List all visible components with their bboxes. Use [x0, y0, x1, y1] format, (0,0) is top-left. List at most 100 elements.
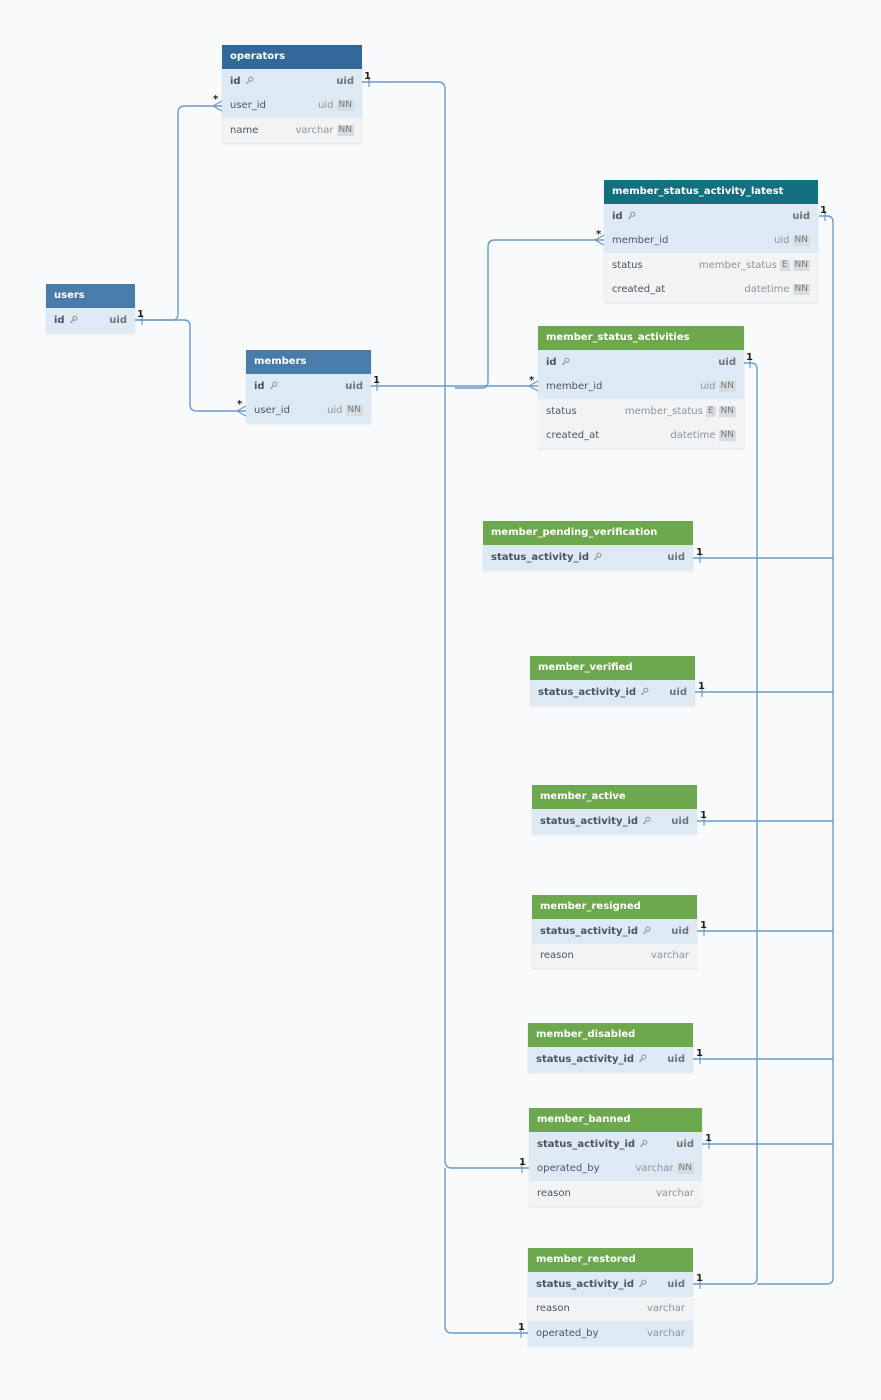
key-icon — [643, 816, 651, 824]
field-row[interactable]: status_activity_id uid — [532, 919, 697, 944]
connector-users-members — [135, 319, 246, 412]
field-row[interactable]: reason varchar — [529, 1181, 702, 1206]
cardinality-many: * — [213, 94, 219, 105]
table-header[interactable]: member_status_activities — [538, 326, 744, 350]
field-name: status_activity_id — [536, 1278, 635, 1290]
field-row[interactable]: name varchar NN — [222, 118, 362, 143]
field-row[interactable]: status_activity_id uid — [483, 545, 693, 570]
table-member-restored[interactable]: member_restored status_activity_id uid r… — [528, 1248, 693, 1346]
field-row[interactable]: id uid — [222, 69, 362, 94]
cardinality-one: 1 — [698, 681, 705, 692]
field-row[interactable]: status_activity_id uid — [528, 1272, 693, 1297]
enum-badge: E — [705, 405, 716, 417]
table-header[interactable]: member_verified — [530, 656, 695, 680]
table-member-resigned[interactable]: member_resigned status_activity_id uid r… — [532, 895, 697, 968]
table-header[interactable]: member_banned — [529, 1108, 702, 1132]
field-row[interactable]: operated_by varchar NN — [529, 1156, 702, 1181]
field-row[interactable]: status_activity_id uid — [530, 680, 695, 705]
table-header[interactable]: member_disabled — [528, 1023, 693, 1047]
field-row[interactable]: status_activity_id uid — [528, 1047, 693, 1072]
connector-operators-restored — [444, 1168, 528, 1334]
connector-operators-operated-by — [362, 81, 529, 1169]
key-icon — [639, 1279, 647, 1287]
field-name: id — [54, 314, 65, 326]
table-member-status-activities[interactable]: member_status_activities id uid member_i… — [538, 326, 744, 448]
key-icon — [643, 926, 651, 934]
field-name: status_activity_id — [540, 925, 639, 937]
field-name: user_id — [254, 405, 290, 417]
table-users[interactable]: users id uid — [46, 284, 135, 333]
field-name: created_at — [546, 430, 600, 442]
field-name: status — [612, 259, 643, 271]
connector-activities-bus — [693, 362, 758, 1285]
table-member-banned[interactable]: member_banned status_activity_id uid ope… — [529, 1108, 702, 1206]
field-type: uid — [700, 381, 716, 393]
table-members[interactable]: members id uid user_id uid NN — [246, 350, 371, 423]
cardinality-one: 1 — [700, 810, 707, 821]
cardinality-many: * — [237, 399, 243, 410]
field-type: uid — [318, 100, 334, 112]
field-row[interactable]: created_at datetime NN — [538, 423, 744, 448]
cardinality-many: * — [596, 229, 602, 240]
field-row[interactable]: member_id uid NN — [538, 374, 744, 399]
table-header[interactable]: member_restored — [528, 1248, 693, 1272]
field-row[interactable]: reason varchar — [532, 943, 697, 968]
field-name: reason — [536, 1303, 570, 1315]
field-type: uid — [671, 815, 689, 827]
field-type: uid — [671, 925, 689, 937]
table-member-status-activity-latest[interactable]: member_status_activity_latest id uid mem… — [604, 180, 818, 302]
field-row[interactable]: user_id uid NN — [222, 93, 362, 118]
table-header[interactable]: members — [246, 350, 371, 374]
table-header[interactable]: member_pending_verification — [483, 521, 693, 545]
table-member-active[interactable]: member_active status_activity_id uid — [532, 785, 697, 834]
field-row[interactable]: operated_by varchar — [528, 1321, 693, 1346]
cardinality-one: 1 — [696, 1048, 703, 1059]
field-type: varchar — [295, 124, 334, 136]
table-header[interactable]: member_status_activity_latest — [604, 180, 818, 204]
field-name: status_activity_id — [540, 815, 639, 827]
connector-members-latest — [455, 239, 604, 389]
table-header[interactable]: users — [46, 284, 135, 308]
table-header[interactable]: operators — [222, 45, 362, 69]
connector-users-operators — [135, 105, 222, 321]
not-null-badge: NN — [718, 405, 736, 417]
field-name: status_activity_id — [491, 551, 590, 563]
cardinality-many: * — [529, 375, 535, 386]
field-row[interactable]: id uid — [604, 204, 818, 229]
field-row[interactable]: id uid — [246, 374, 371, 399]
field-type: uid — [336, 75, 354, 87]
cardinality-one: 1 — [700, 920, 707, 931]
key-icon — [269, 381, 278, 389]
field-name: id — [230, 75, 241, 87]
field-name: status_activity_id — [536, 1053, 635, 1065]
table-member-disabled[interactable]: member_disabled status_activity_id uid — [528, 1023, 693, 1072]
field-type: datetime — [744, 284, 790, 296]
table-header[interactable]: member_active — [532, 785, 697, 809]
field-type: uid — [667, 1053, 685, 1065]
key-icon — [641, 687, 649, 695]
field-name: status_activity_id — [538, 686, 637, 698]
field-name: status_activity_id — [537, 1138, 636, 1150]
cardinality-one: 1 — [364, 71, 371, 82]
field-row[interactable]: created_at datetime NN — [604, 277, 818, 302]
field-name: status — [546, 405, 577, 417]
field-row[interactable]: user_id uid NN — [246, 398, 371, 423]
field-row[interactable]: reason varchar — [528, 1296, 693, 1321]
field-name: id — [254, 380, 265, 392]
table-header[interactable]: member_resigned — [532, 895, 697, 919]
field-name: member_id — [612, 235, 669, 247]
table-member-pending-verification[interactable]: member_pending_verification status_activ… — [483, 521, 693, 570]
field-row[interactable]: status_activity_id uid — [529, 1132, 702, 1157]
field-type: uid — [667, 1278, 685, 1290]
table-operators[interactable]: operators id uid user_id uid NN name var… — [222, 45, 362, 143]
field-row[interactable]: id uid — [538, 350, 744, 375]
field-row[interactable]: id uid — [46, 308, 135, 333]
field-row[interactable]: status member_status E NN — [604, 253, 818, 278]
table-member-verified[interactable]: member_verified status_activity_id uid — [530, 656, 695, 705]
enum-badge: E — [779, 259, 790, 271]
field-row[interactable]: status_activity_id uid — [532, 809, 697, 834]
field-row[interactable]: status member_status E NN — [538, 399, 744, 424]
field-row[interactable]: member_id uid NN — [604, 228, 818, 253]
field-type: uid — [327, 405, 343, 417]
